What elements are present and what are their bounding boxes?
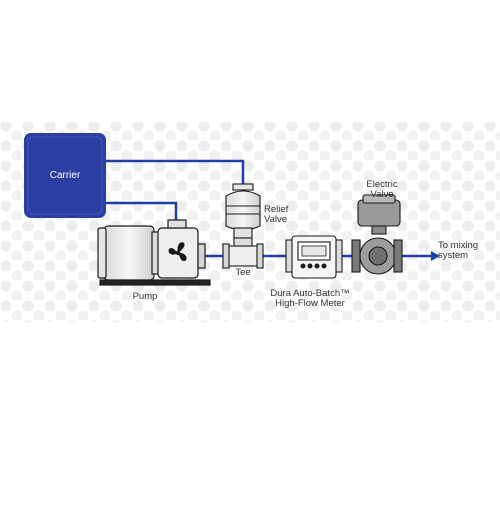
carrier-to-relief-pipe xyxy=(106,159,245,186)
flow-meter xyxy=(285,235,343,279)
pump xyxy=(97,219,211,286)
to-mixing-label-line2: system xyxy=(438,250,469,261)
relief-valve xyxy=(225,183,261,239)
carrier-tank xyxy=(24,133,106,218)
to-mixing-label: To mixing system xyxy=(438,241,478,261)
carrier-label: Carrier xyxy=(49,170,81,181)
relief-valve-label-line1: Relief xyxy=(264,204,289,215)
electric-valve-label-line1: Electric xyxy=(366,179,398,190)
tee-label: Tee xyxy=(235,267,251,278)
relief-valve-label: Relief Valve xyxy=(264,205,288,225)
electric-valve xyxy=(351,194,403,275)
fan-icon xyxy=(168,242,187,262)
meter-label-line1: Dura Auto-Batch™ xyxy=(270,288,350,299)
arrow-right-icon xyxy=(431,251,440,261)
carrier-to-pump-pipe xyxy=(106,201,178,222)
meter-label-line2: High-Flow Meter xyxy=(275,298,345,309)
pump-label: Pump xyxy=(132,291,158,302)
to-mixing-label-line1: To mixing xyxy=(438,240,479,251)
electric-valve-label: Electric Valve xyxy=(358,180,406,200)
tee-fitting xyxy=(222,237,264,269)
electric-valve-label-line2: Valve xyxy=(370,189,394,200)
meter-label: Dura Auto-Batch™ High-Flow Meter xyxy=(260,289,360,309)
relief-valve-label-line2: Valve xyxy=(264,214,288,225)
